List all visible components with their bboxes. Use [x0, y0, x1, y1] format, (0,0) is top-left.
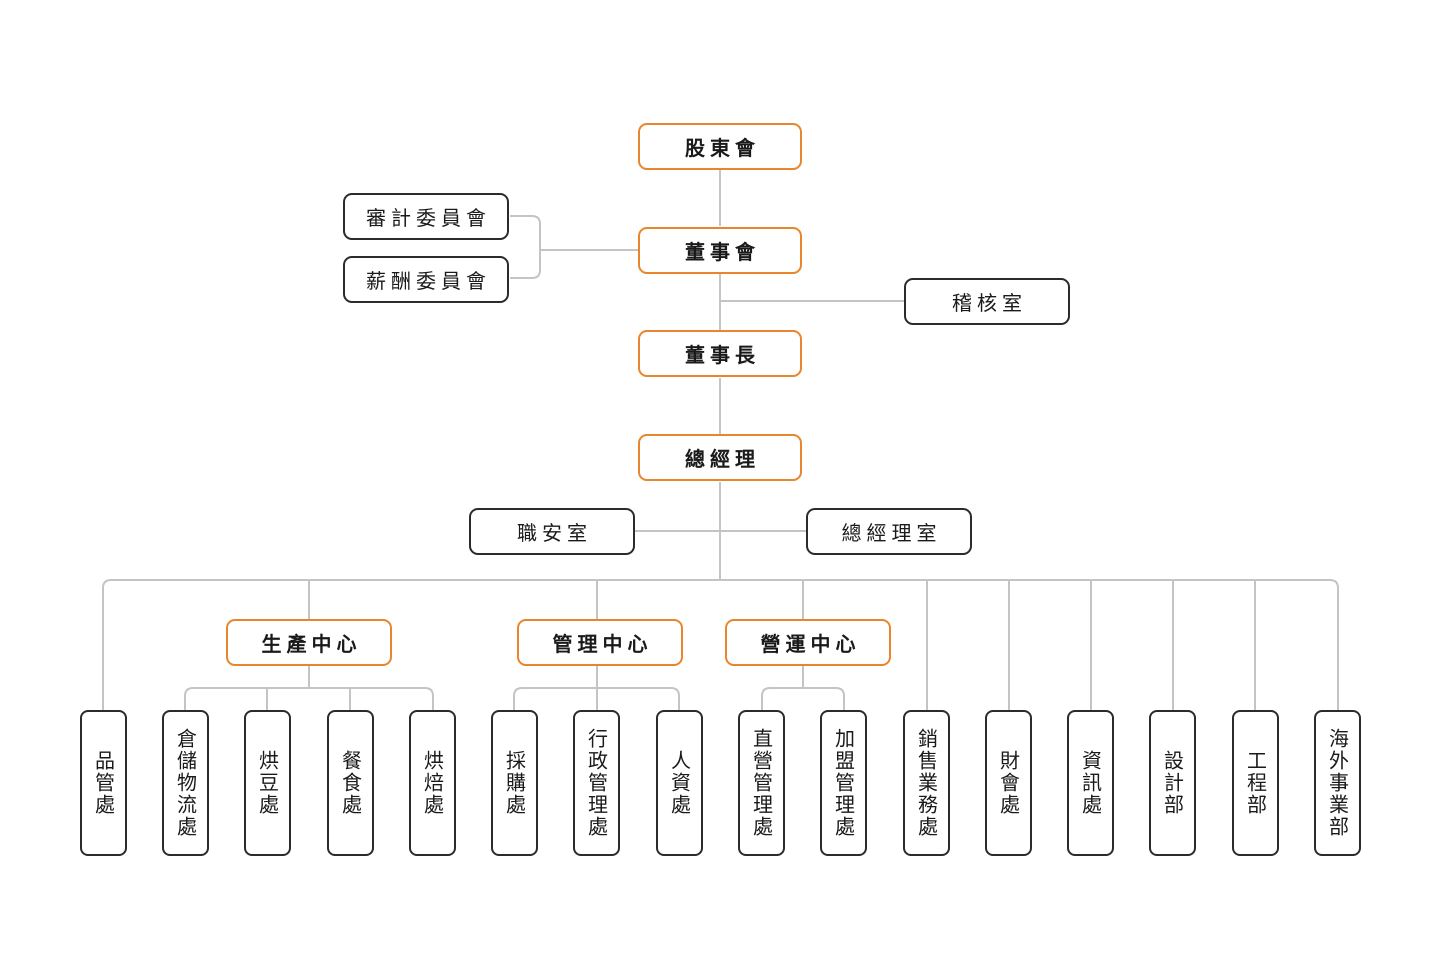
- gm-office-label: 總經理室: [841, 521, 942, 545]
- dept-label: 財會處: [996, 750, 1021, 816]
- dept-finance-accounting: 財會處: [985, 710, 1032, 856]
- dept-label: 餐食處: [338, 750, 363, 816]
- dept-label: 烘焙處: [420, 750, 445, 816]
- dept-label: 資訊處: [1078, 750, 1103, 816]
- dept-label: 採購處: [502, 750, 527, 816]
- safety-office-label: 職安室: [517, 521, 592, 545]
- shareholders-meeting-label: 股東會: [685, 136, 760, 160]
- dept-information: 資訊處: [1067, 710, 1114, 856]
- production-center-box: 生產中心: [226, 619, 392, 666]
- dept-label: 直營管理處: [749, 728, 774, 838]
- shareholders-meeting-box: 股東會: [638, 123, 802, 170]
- dept-catering: 餐食處: [327, 710, 374, 856]
- dept-bakery: 烘焙處: [409, 710, 456, 856]
- dept-label: 烘豆處: [255, 750, 280, 816]
- dept-label: 行政管理處: [584, 728, 609, 838]
- dept-engineering: 工程部: [1232, 710, 1279, 856]
- gm-office-box: 總經理室: [806, 508, 972, 555]
- dept-warehouse-logistics: 倉儲物流處: [162, 710, 209, 856]
- management-center-label: 管理中心: [552, 632, 653, 656]
- general-manager-box: 總經理: [638, 434, 802, 481]
- chairman-label: 董事長: [685, 343, 760, 367]
- compensation-committee-box: 薪酬委員會: [343, 256, 509, 303]
- dept-design: 設計部: [1149, 710, 1196, 856]
- audit-office-label: 稽核室: [952, 291, 1027, 315]
- management-center-box: 管理中心: [517, 619, 683, 666]
- audit-committee-box: 審計委員會: [343, 193, 509, 240]
- board-of-directors-box: 董事會: [638, 227, 802, 274]
- dept-label: 銷售業務處: [914, 728, 939, 838]
- dept-administration: 行政管理處: [573, 710, 620, 856]
- production-center-label: 生產中心: [261, 632, 362, 656]
- dept-overseas-business: 海外事業部: [1314, 710, 1361, 856]
- audit-committee-label: 審計委員會: [366, 206, 491, 230]
- dept-label: 倉儲物流處: [173, 728, 198, 838]
- dept-sales: 銷售業務處: [903, 710, 950, 856]
- dept-label: 加盟管理處: [831, 728, 856, 838]
- audit-office-box: 稽核室: [904, 278, 1070, 325]
- board-of-directors-label: 董事會: [685, 240, 760, 264]
- dept-roasting-beans: 烘豆處: [244, 710, 291, 856]
- dept-label: 工程部: [1243, 750, 1268, 816]
- chairman-box: 董事長: [638, 330, 802, 377]
- operations-center-box: 營運中心: [725, 619, 891, 666]
- safety-office-box: 職安室: [469, 508, 635, 555]
- dept-label: 品管處: [91, 750, 116, 816]
- dept-label: 人資處: [667, 750, 692, 816]
- dept-procurement: 採購處: [491, 710, 538, 856]
- operations-center-label: 營運中心: [760, 632, 861, 656]
- dept-label: 設計部: [1160, 750, 1185, 816]
- dept-label: 海外事業部: [1325, 728, 1350, 838]
- compensation-committee-label: 薪酬委員會: [366, 269, 491, 293]
- dept-franchise-management: 加盟管理處: [820, 710, 867, 856]
- dept-quality-control: 品管處: [80, 710, 127, 856]
- dept-direct-store-management: 直營管理處: [738, 710, 785, 856]
- general-manager-label: 總經理: [685, 447, 760, 471]
- dept-human-resources: 人資處: [656, 710, 703, 856]
